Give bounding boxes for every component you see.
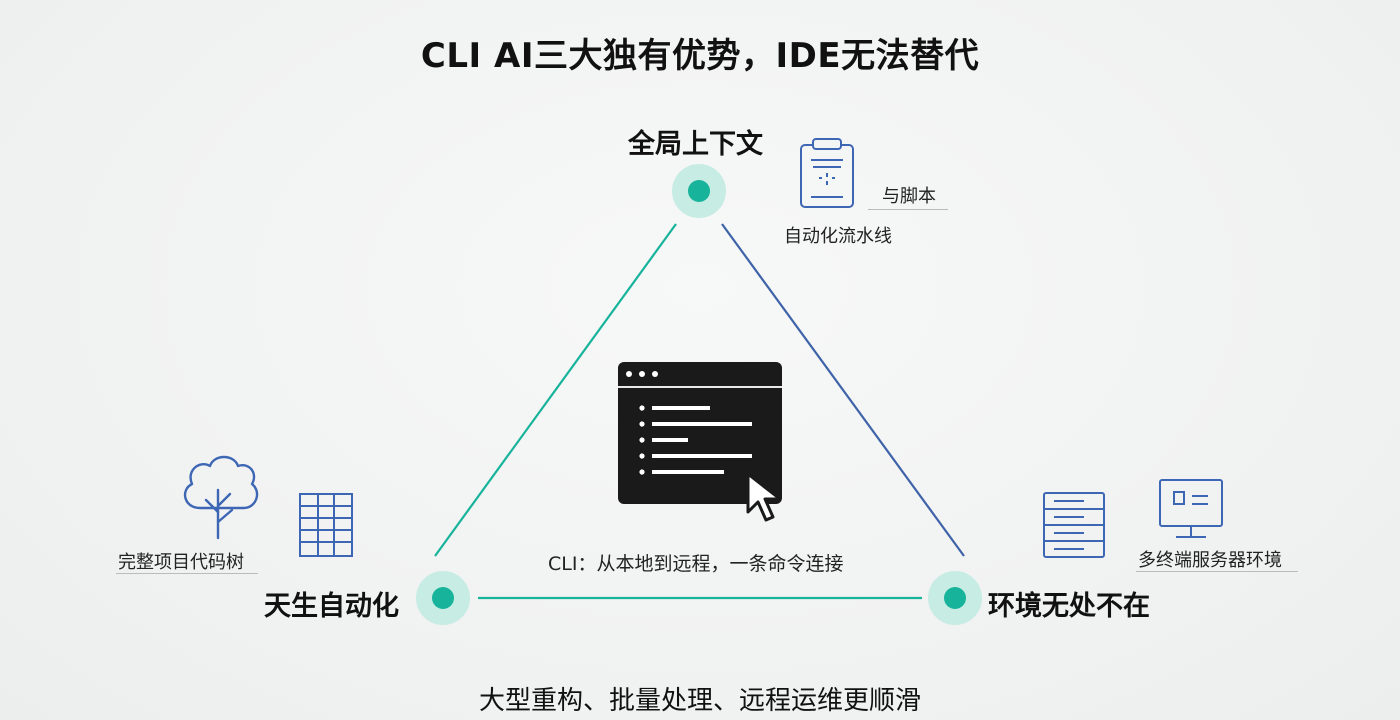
annotation-script: 与脚本 [882,186,936,207]
edge-top-right [721,223,965,557]
vertex-label-right: 环境无处不在 [988,591,1150,622]
annotation-code-tree: 完整项目代码树 [118,552,244,573]
center-caption: CLI：从本地到远程，一条命令连接 [548,553,844,575]
script-underline [868,209,948,210]
terminal-icon [618,362,782,504]
server-rack-icon [1043,492,1105,558]
cursor-icon [746,472,782,522]
page-title: CLI AI三大独有优势，IDE无法替代 [420,36,980,76]
vertex-label-left: 天生自动化 [264,591,399,622]
table-icon [299,493,353,557]
footer-caption: 大型重构、批量处理、远程运维更顺滑 [478,686,921,716]
clipboard-icon [800,138,854,208]
node-top [672,164,726,218]
monitor-icon [1159,479,1223,538]
vertex-label-top: 全局上下文 [628,129,763,160]
annotation-pipeline: 自动化流水线 [784,226,892,247]
node-left [416,571,470,625]
tree-icon [183,455,259,540]
servers-underline [1136,571,1298,572]
annotation-servers: 多终端服务器环境 [1138,550,1282,571]
edge-top-left [434,223,677,557]
code-tree-underline [116,573,258,574]
node-right [928,571,982,625]
